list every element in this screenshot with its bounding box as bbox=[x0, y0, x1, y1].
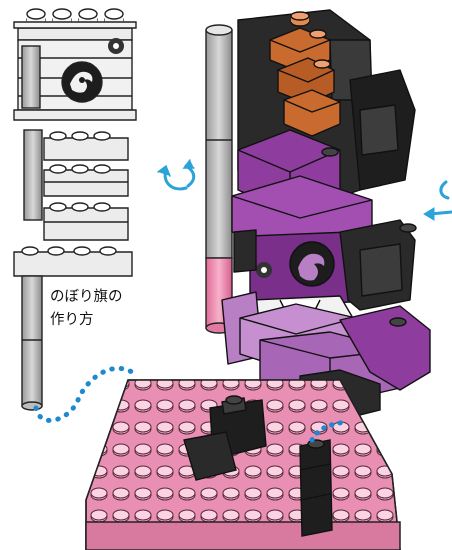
rotate-arrow-icon bbox=[157, 159, 196, 191]
white-plate-5 bbox=[13, 246, 133, 277]
flag-assembly bbox=[13, 8, 137, 411]
white-plate-4 bbox=[43, 202, 129, 241]
caption-line-2: 作り方 bbox=[50, 312, 94, 328]
baseplate-pieces bbox=[183, 395, 333, 537]
caption-line-1: のぼり旗の bbox=[50, 289, 123, 305]
orange-crest bbox=[269, 11, 341, 137]
white-plate-top bbox=[13, 8, 137, 41]
white-plate-2 bbox=[43, 131, 129, 161]
caption: のぼり旗の 作り方 bbox=[50, 286, 160, 332]
flag-banner bbox=[13, 38, 137, 121]
dotted-path bbox=[33, 365, 135, 423]
chrysanthemum-crest-icon bbox=[256, 262, 272, 278]
purple-panel bbox=[249, 231, 351, 307]
dotted-path bbox=[309, 419, 349, 443]
chrysanthemum-crest-icon bbox=[108, 38, 124, 54]
arrow-in-icon bbox=[423, 180, 452, 221]
standing-pole bbox=[205, 24, 233, 334]
white-plate-3 bbox=[43, 164, 129, 197]
castle-model bbox=[221, 9, 431, 421]
